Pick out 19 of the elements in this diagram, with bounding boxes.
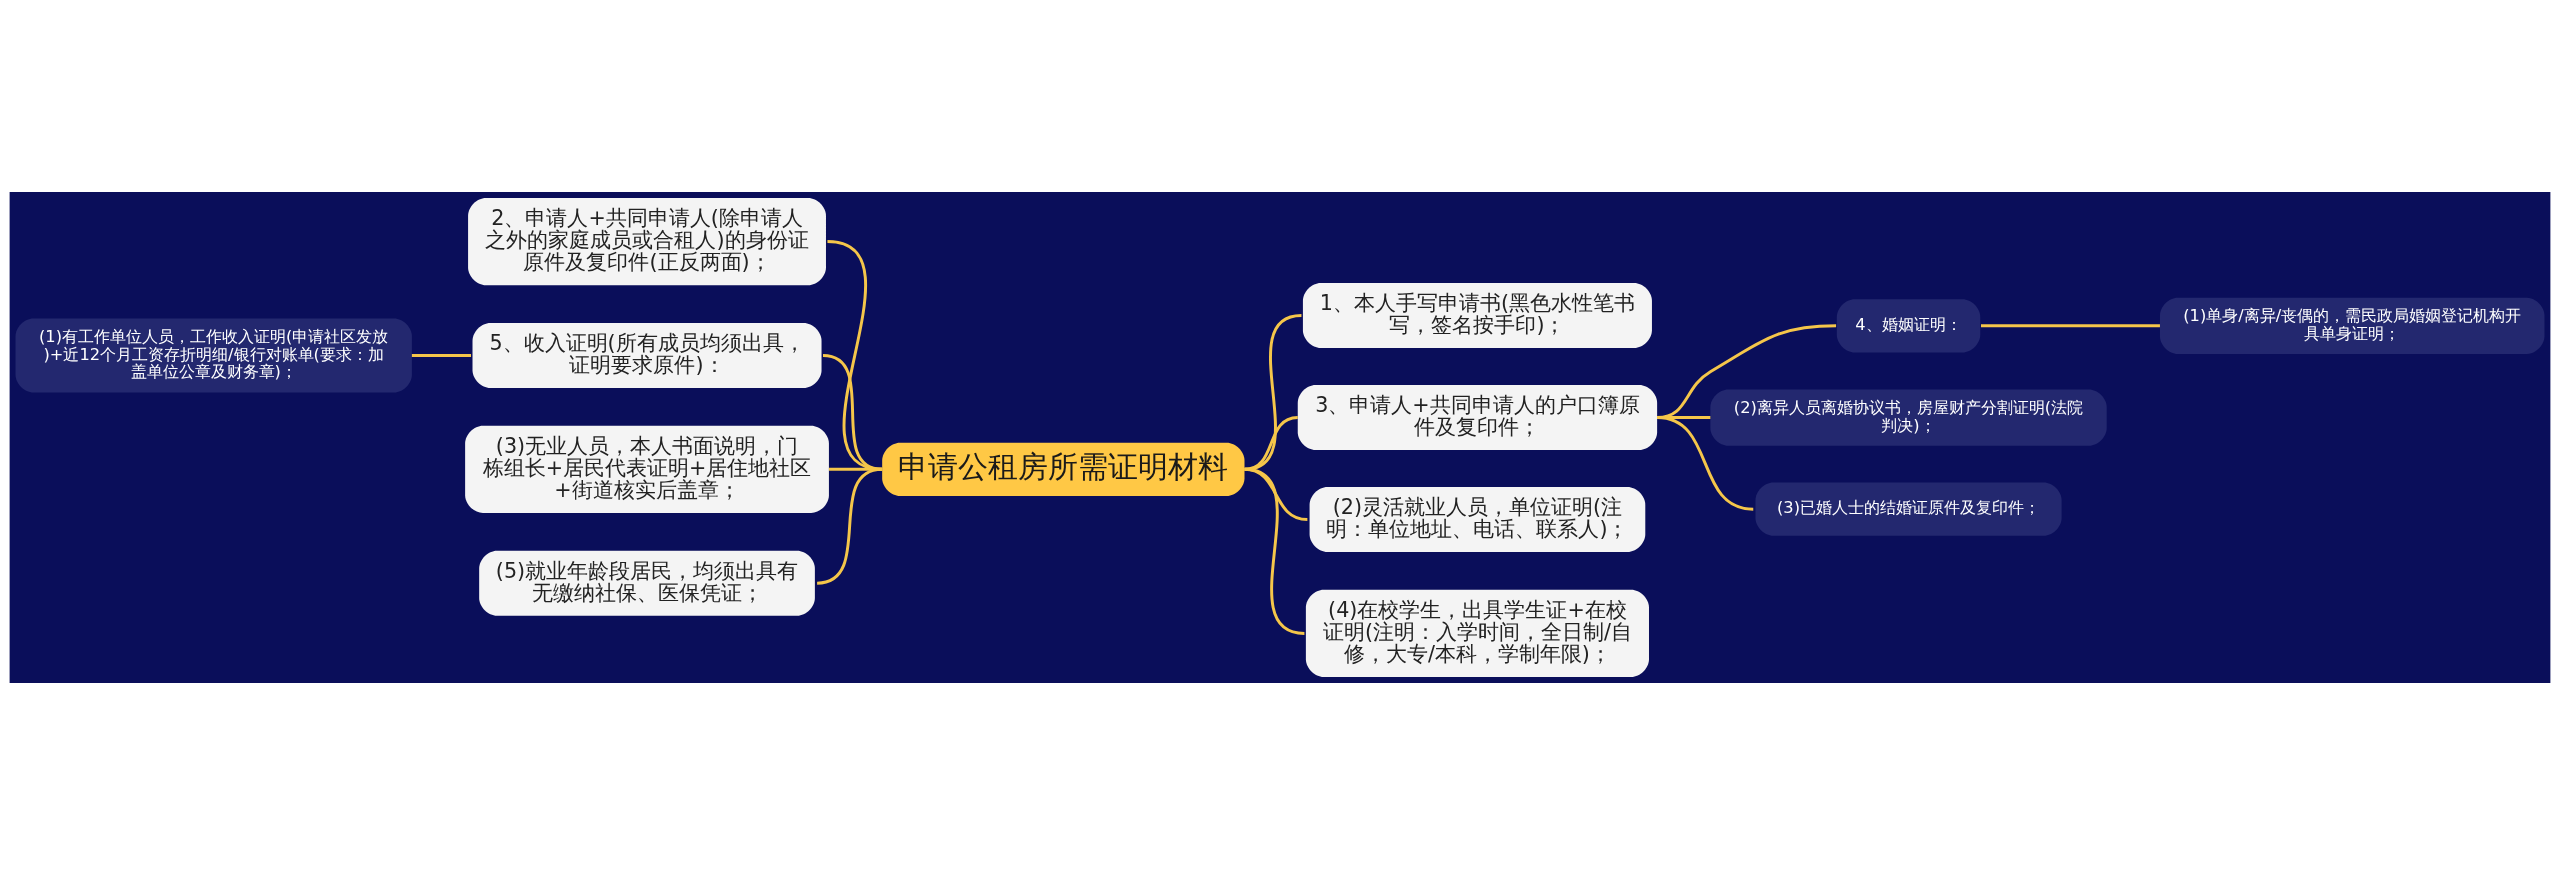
- connector: [411, 353, 472, 357]
- node-box: (2)灵活就业人员，单位证明(注明：单位地址、电话、联系人)；: [1309, 486, 1646, 552]
- node-box: 3、申请人+共同申请人的户口簿原件及复印件；: [1297, 384, 1658, 450]
- node-box: 5、收入证明(所有成员均须出具，证明要求原件)：: [472, 322, 822, 388]
- node-box: 1、本人手写申请书(黑色水性笔书写，签名按手印)；: [1302, 282, 1652, 348]
- node-box: (3)已婚人士的结婚证原件及复印件；: [1755, 482, 2062, 536]
- node-box: (4)在校学生，出具学生证+在校证明(注明：入学时间，全日制/自修，大专/本科，学制年限)；: [1305, 589, 1649, 677]
- node-box: 2、申请人+共同申请人(除申请人之外的家庭成员或合租人)的身份证原件及复印件(正反两面)；: [468, 197, 826, 285]
- connector: [1656, 415, 1754, 511]
- connector: [816, 467, 883, 585]
- node-box: (1)单身/离异/丧偶的，需民政局婚姻登记机构开具单身证明；: [2159, 297, 2545, 354]
- connector: [1981, 323, 2160, 327]
- node-box: 申请公租房所需证明材料: [882, 442, 1245, 496]
- node-box: (3)无业人员，本人书面说明，门栋组长+居民代表证明+居住地社区+街道核实后盖章；: [465, 425, 829, 513]
- node-box: (1)有工作单位人员，工作收入证明(申请社区发放)+近12个月工资存折明细/银行对账单(要求：加盖单位公章及财务章)；: [15, 317, 412, 392]
- connector: [1244, 467, 1305, 635]
- node-box: 4、婚姻证明：: [1836, 298, 1981, 352]
- node-box: (5)就业年龄段居民，均须出具有无缴纳社保、医保凭证；: [479, 550, 815, 616]
- node-box: (2)离异人员离婚协议书，房屋财产分割证明(法院判决)；: [1710, 388, 2107, 446]
